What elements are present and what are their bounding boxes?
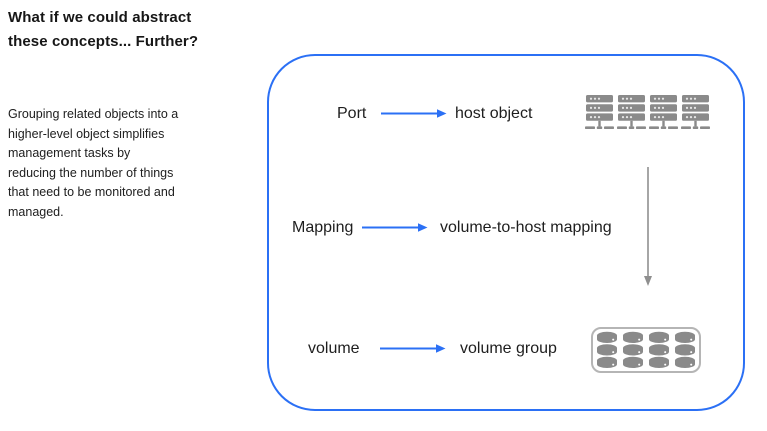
database-stack-icon	[675, 331, 695, 368]
server-rack-icon	[649, 95, 678, 129]
heading-line: What if we could abstract	[8, 9, 192, 26]
body-line: reducing the number of things	[8, 165, 174, 180]
host-servers-group	[585, 95, 710, 132]
server-rack-icon	[585, 95, 614, 129]
body-line: higher-level object simplifies	[8, 126, 165, 141]
volume-group-box	[591, 327, 701, 373]
body-line: management tasks by	[8, 146, 131, 161]
slide-heading: What if we could abstract these concepts…	[8, 6, 248, 53]
label-volume-group: volume group	[460, 340, 557, 357]
arrow-right-icon	[380, 344, 446, 353]
server-rack-icon	[617, 95, 646, 129]
arrow-right-icon	[362, 223, 428, 232]
body-line: Grouping related objects into a	[8, 107, 179, 121]
label-volume-to-host-mapping: volume-to-host mapping	[440, 219, 612, 236]
arrow-down-icon	[644, 167, 652, 286]
label-volume: volume	[308, 340, 360, 357]
arrow-right-icon	[381, 109, 447, 118]
label-port: Port	[337, 105, 367, 122]
database-stack-icon	[597, 331, 617, 368]
body-line: that need to be monitored and	[8, 185, 175, 200]
slide-body-text: Grouping related objects into a higher-l…	[8, 105, 208, 223]
heading-line: these concepts... Further?	[8, 32, 199, 50]
server-rack-icon	[681, 95, 710, 129]
body-line: managed.	[8, 204, 64, 219]
database-stack-icon	[623, 331, 643, 368]
label-host-object: host object	[455, 105, 533, 122]
label-mapping: Mapping	[292, 219, 354, 236]
database-stack-icon	[649, 331, 669, 368]
